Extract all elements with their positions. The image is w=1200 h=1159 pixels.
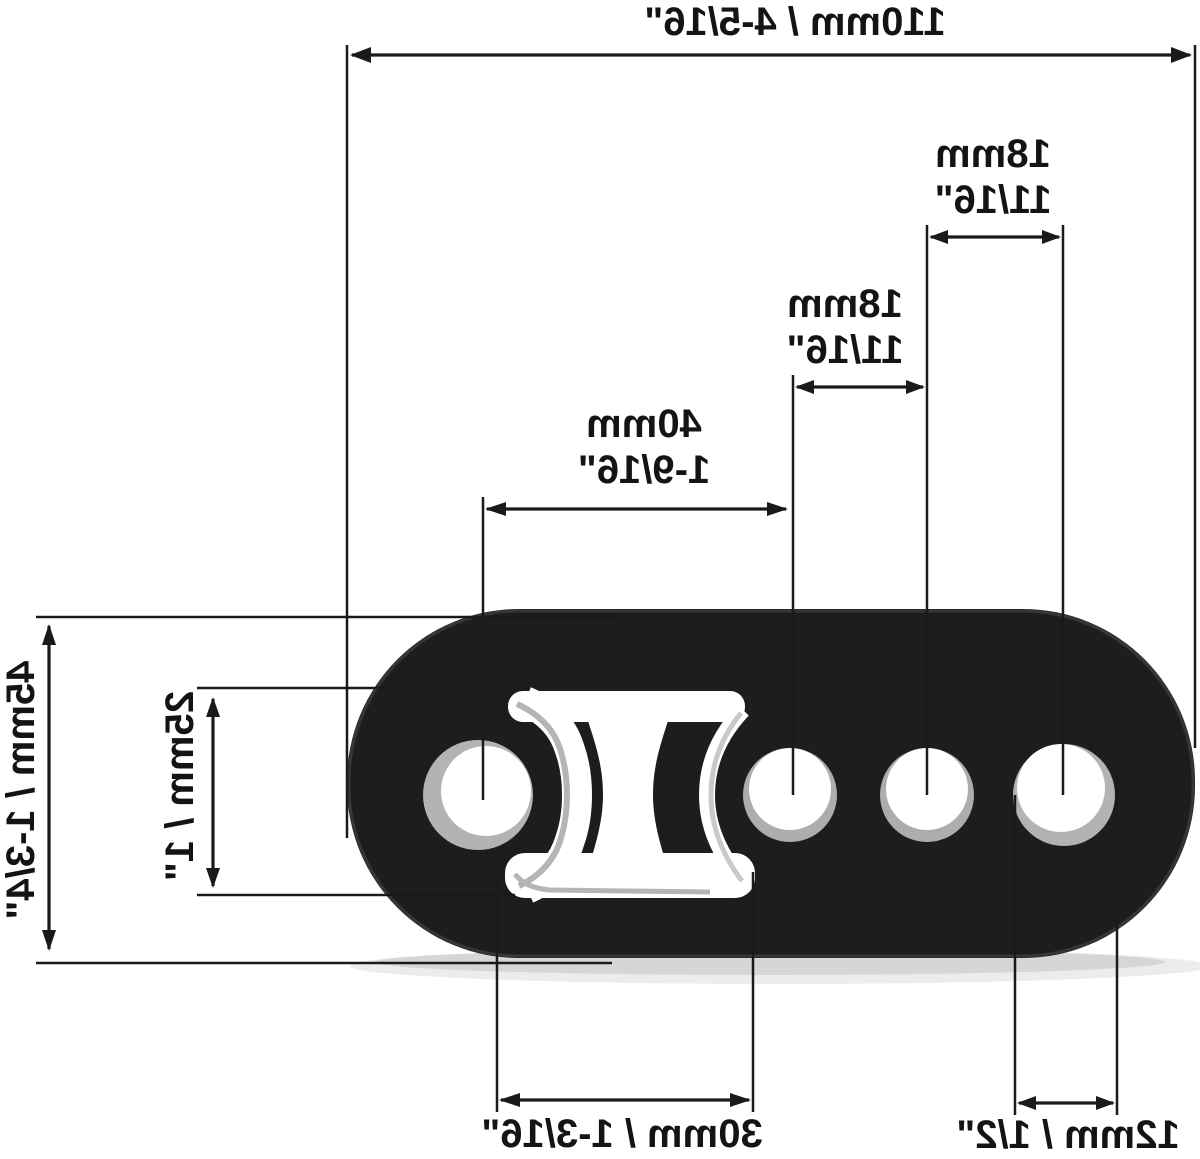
dim-hole3-hole4-inch: 11/16" bbox=[934, 178, 1052, 222]
extension-lines bbox=[36, 45, 1197, 1115]
mounting-holes bbox=[423, 740, 1115, 850]
arrowheads bbox=[42, 47, 1192, 1110]
arrowhead bbox=[1096, 1096, 1115, 1110]
mount-hole-4 bbox=[1017, 744, 1105, 832]
dim-hole2-hole3-inch: 11/16" bbox=[786, 328, 904, 372]
dim-slot-height-label: 25mm / 1" bbox=[158, 690, 202, 882]
arrowhead bbox=[1017, 1096, 1036, 1110]
dim-overall-width-label: 110mm / 4-5/16" bbox=[644, 0, 946, 44]
h-slot-center-column bbox=[585, 712, 671, 878]
dim-hole2-hole3-label: 18mm 11/16" bbox=[715, 281, 975, 373]
arrowhead bbox=[730, 1093, 751, 1107]
dim-hole-diameter-label: 12mm / 1/2" bbox=[956, 1113, 1180, 1157]
arrowhead bbox=[206, 868, 220, 888]
arrowhead bbox=[929, 230, 948, 244]
h-slot-left-crescent bbox=[518, 687, 593, 903]
dimension-lines bbox=[47, 53, 1190, 1105]
arrowhead bbox=[1171, 47, 1192, 63]
mount-hole-1 bbox=[441, 746, 531, 836]
dim-hole1-hole2-mm: 40mm bbox=[586, 402, 702, 446]
dim-hole2-hole3-mm: 18mm bbox=[787, 282, 903, 326]
slot-wall-highlights bbox=[512, 701, 744, 895]
arrowhead bbox=[206, 697, 220, 717]
arrowhead bbox=[42, 930, 56, 951]
dim-hole3-hole4-label: 18mm 11/16" bbox=[863, 131, 1123, 223]
dim-hole1-hole2-label: 40mm 1-9/16" bbox=[514, 401, 774, 493]
arrowhead bbox=[795, 380, 814, 394]
dim-slot-width-label: 30mm / 1-3/16" bbox=[481, 1112, 763, 1156]
arrowhead bbox=[499, 1093, 520, 1107]
dim-hole3-hole4-mm: 18mm bbox=[935, 132, 1051, 176]
arrowhead bbox=[485, 502, 506, 516]
arrowhead bbox=[767, 502, 788, 516]
arrowhead bbox=[906, 380, 925, 394]
body-edge-highlight bbox=[347, 609, 1195, 958]
arrowhead bbox=[1042, 230, 1061, 244]
mount-hole-2 bbox=[749, 748, 831, 830]
dim-overall-height-label: 45mm / 1-3/4" bbox=[0, 660, 43, 920]
arrowhead bbox=[42, 624, 56, 645]
dim-hole1-hole2-inch: 1-9/16" bbox=[577, 448, 711, 492]
arrowhead bbox=[350, 47, 371, 63]
